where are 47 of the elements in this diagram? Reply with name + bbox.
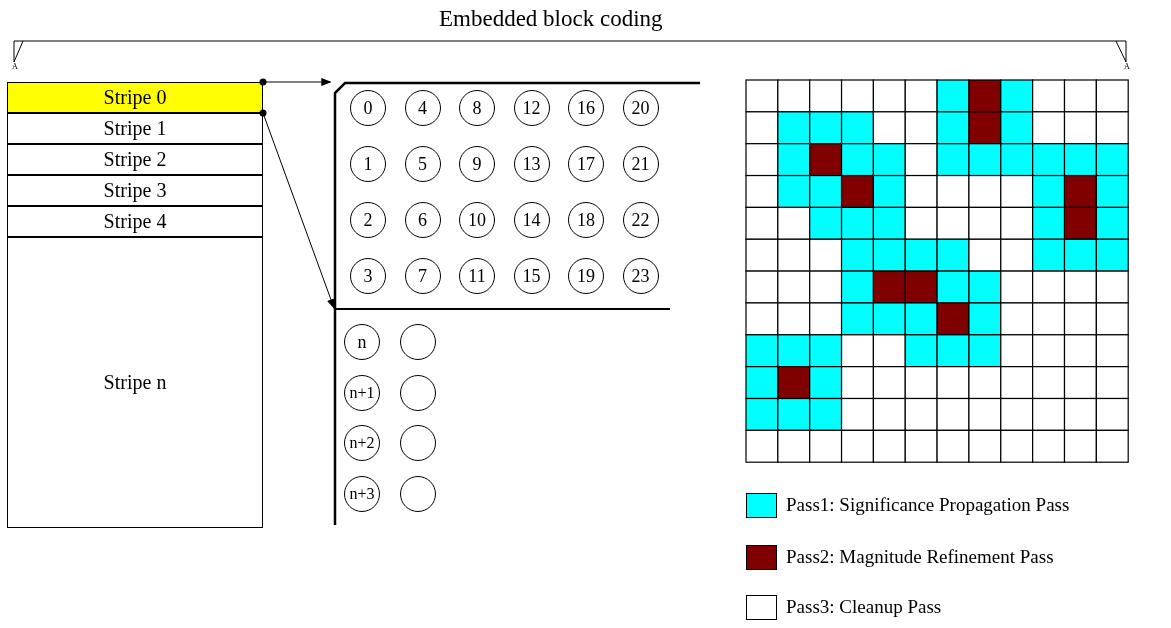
numbered-circle: 2 [350, 202, 386, 238]
numbered-circle: 20 [622, 90, 659, 126]
arrow [259, 78, 332, 86]
numbered-circle: 18 [568, 202, 604, 238]
stripe-row: Stripe n [7, 237, 263, 528]
end-mark: A [12, 62, 18, 71]
numbered-circle: 8 [459, 90, 495, 126]
stripe-row: Stripe 1 [7, 113, 263, 144]
numbered-circle: 7 [404, 258, 441, 294]
numbered-circle: 16 [568, 90, 604, 126]
numbered-circle: n [344, 324, 380, 360]
title: Embedded block coding [439, 6, 663, 32]
numbered-circle: 23 [622, 258, 659, 294]
numbered-circle: 11 [459, 258, 495, 294]
numbered-circle: 12 [513, 90, 550, 126]
legend-text: Pass1: Significance Propagation Pass [786, 494, 1070, 516]
numbered-circle: 17 [568, 146, 604, 182]
numbered-circle: 19 [568, 258, 604, 294]
legend-text: Pass2: Magnitude Refinement Pass [786, 546, 1054, 568]
numbered-circle: 13 [513, 146, 550, 182]
arrow [259, 109, 335, 309]
numbered-circle: 10 [459, 202, 495, 238]
end-mark: A [1124, 62, 1130, 71]
numbered-circle: n+3 [344, 475, 380, 512]
numbered-circle: 9 [459, 146, 495, 182]
numbered-circle: 22 [622, 202, 659, 238]
numbered-circle: 5 [404, 146, 441, 182]
empty-circle [400, 324, 436, 360]
stripe-row: Stripe 4 [7, 206, 263, 237]
numbered-circle: 6 [404, 202, 441, 238]
numbered-circle: 3 [350, 258, 386, 294]
stripe-row: Stripe 3 [7, 175, 263, 206]
numbered-circle: n+2 [344, 425, 380, 461]
numbered-circle: n+1 [344, 374, 380, 411]
panel-frame [334, 82, 700, 525]
numbered-circle: 15 [513, 258, 550, 294]
stripe-row: Stripe 0 [7, 82, 263, 113]
stripe-row: Stripe 2 [7, 144, 263, 175]
numbered-circle: 14 [513, 202, 550, 238]
numbered-circle: 21 [622, 146, 659, 182]
empty-circle [400, 425, 436, 461]
numbered-circle: 4 [404, 90, 441, 126]
empty-circle [400, 475, 436, 512]
empty-circle [400, 374, 436, 411]
legend-text: Pass3: Cleanup Pass [786, 596, 942, 618]
numbered-circle: 0 [350, 90, 386, 126]
numbered-circle: 1 [350, 146, 386, 182]
